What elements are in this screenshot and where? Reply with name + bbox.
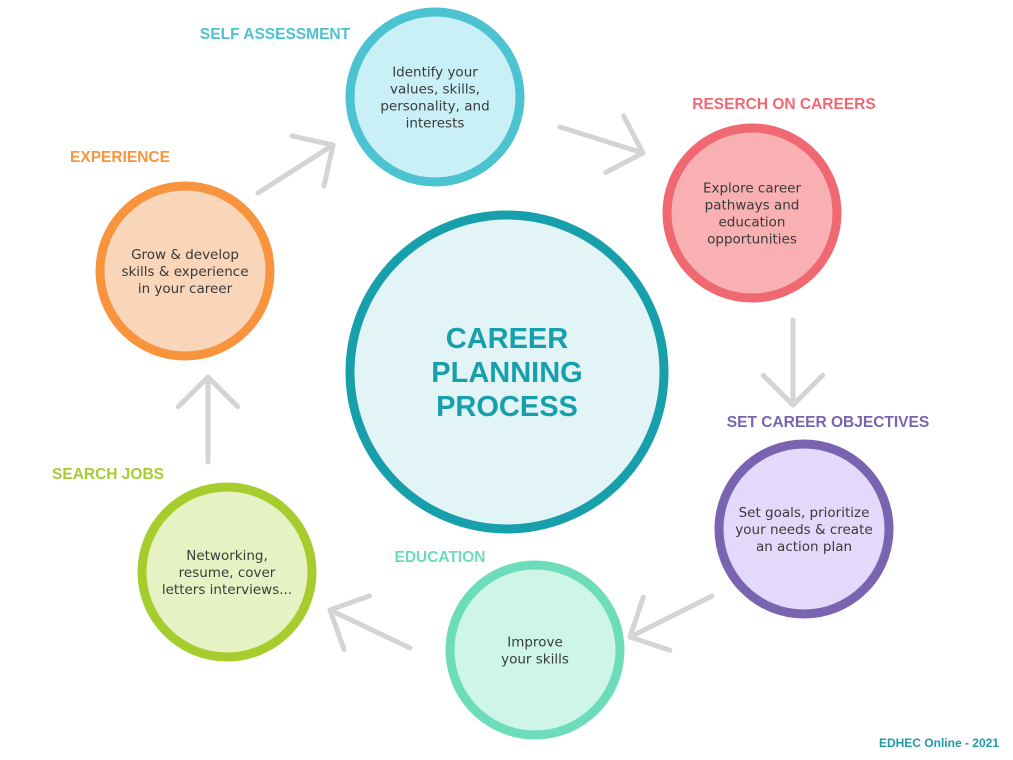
center-title-line: PROCESS — [436, 391, 578, 423]
flow-arrow — [255, 133, 336, 196]
arrows-layer — [175, 113, 826, 653]
stage-description-line: your skills — [501, 652, 569, 668]
footer-credit: EDHEC Online - 2021 — [878, 736, 999, 750]
stage-description-line: personality, and — [380, 99, 489, 115]
flow-arrow — [175, 374, 241, 465]
stage-circle — [345, 7, 525, 187]
center-title-line: PLANNING — [431, 357, 582, 389]
center-circle — [345, 210, 669, 534]
flow-arrow — [627, 593, 715, 653]
stage-description-line: resume, cover — [179, 565, 276, 581]
stage-description-line: opportunities — [707, 232, 797, 248]
stage-label: SEARCH JOBS — [52, 466, 164, 483]
stage-description-line: an action plan — [756, 539, 852, 555]
stage-description-line: Improve — [507, 635, 563, 651]
stage-circle — [714, 439, 894, 619]
stage-description-line: letters interviews... — [162, 582, 292, 598]
stage-description-line: interests — [406, 116, 465, 132]
stage-description-line: in your career — [138, 281, 233, 297]
flow-arrow — [327, 593, 413, 653]
stage-description-line: Set goals, prioritize — [739, 505, 870, 521]
stage-description-line: values, skills, — [390, 82, 480, 98]
stage-label: SET CAREER OBJECTIVES — [727, 414, 929, 431]
stage-description-line: Identify your — [392, 65, 478, 81]
stage-description-line: education — [719, 215, 786, 231]
stage-description-line: Grow & develop — [131, 247, 239, 263]
stage-description-line: skills & experience — [121, 264, 248, 280]
stage-label: SELF ASSESSMENT — [200, 26, 351, 43]
stage-description-line: pathways and — [705, 198, 800, 214]
flow-arrow — [557, 113, 646, 175]
stage-circle — [445, 560, 625, 740]
stage-circle — [662, 123, 842, 303]
stage-description-line: Explore career — [703, 181, 802, 197]
stage-circle — [137, 482, 317, 662]
stage-label: EDUCATION — [395, 549, 486, 566]
stage-description-line: your needs & create — [735, 522, 872, 538]
flow-arrow — [760, 317, 826, 408]
stage-label: EXPERIENCE — [70, 149, 170, 166]
stage-circle — [95, 181, 275, 361]
stage-label: RESERCH ON CAREERS — [692, 96, 875, 113]
center-title-line: CAREER — [446, 323, 569, 355]
stage-description-line: Networking, — [186, 548, 268, 564]
